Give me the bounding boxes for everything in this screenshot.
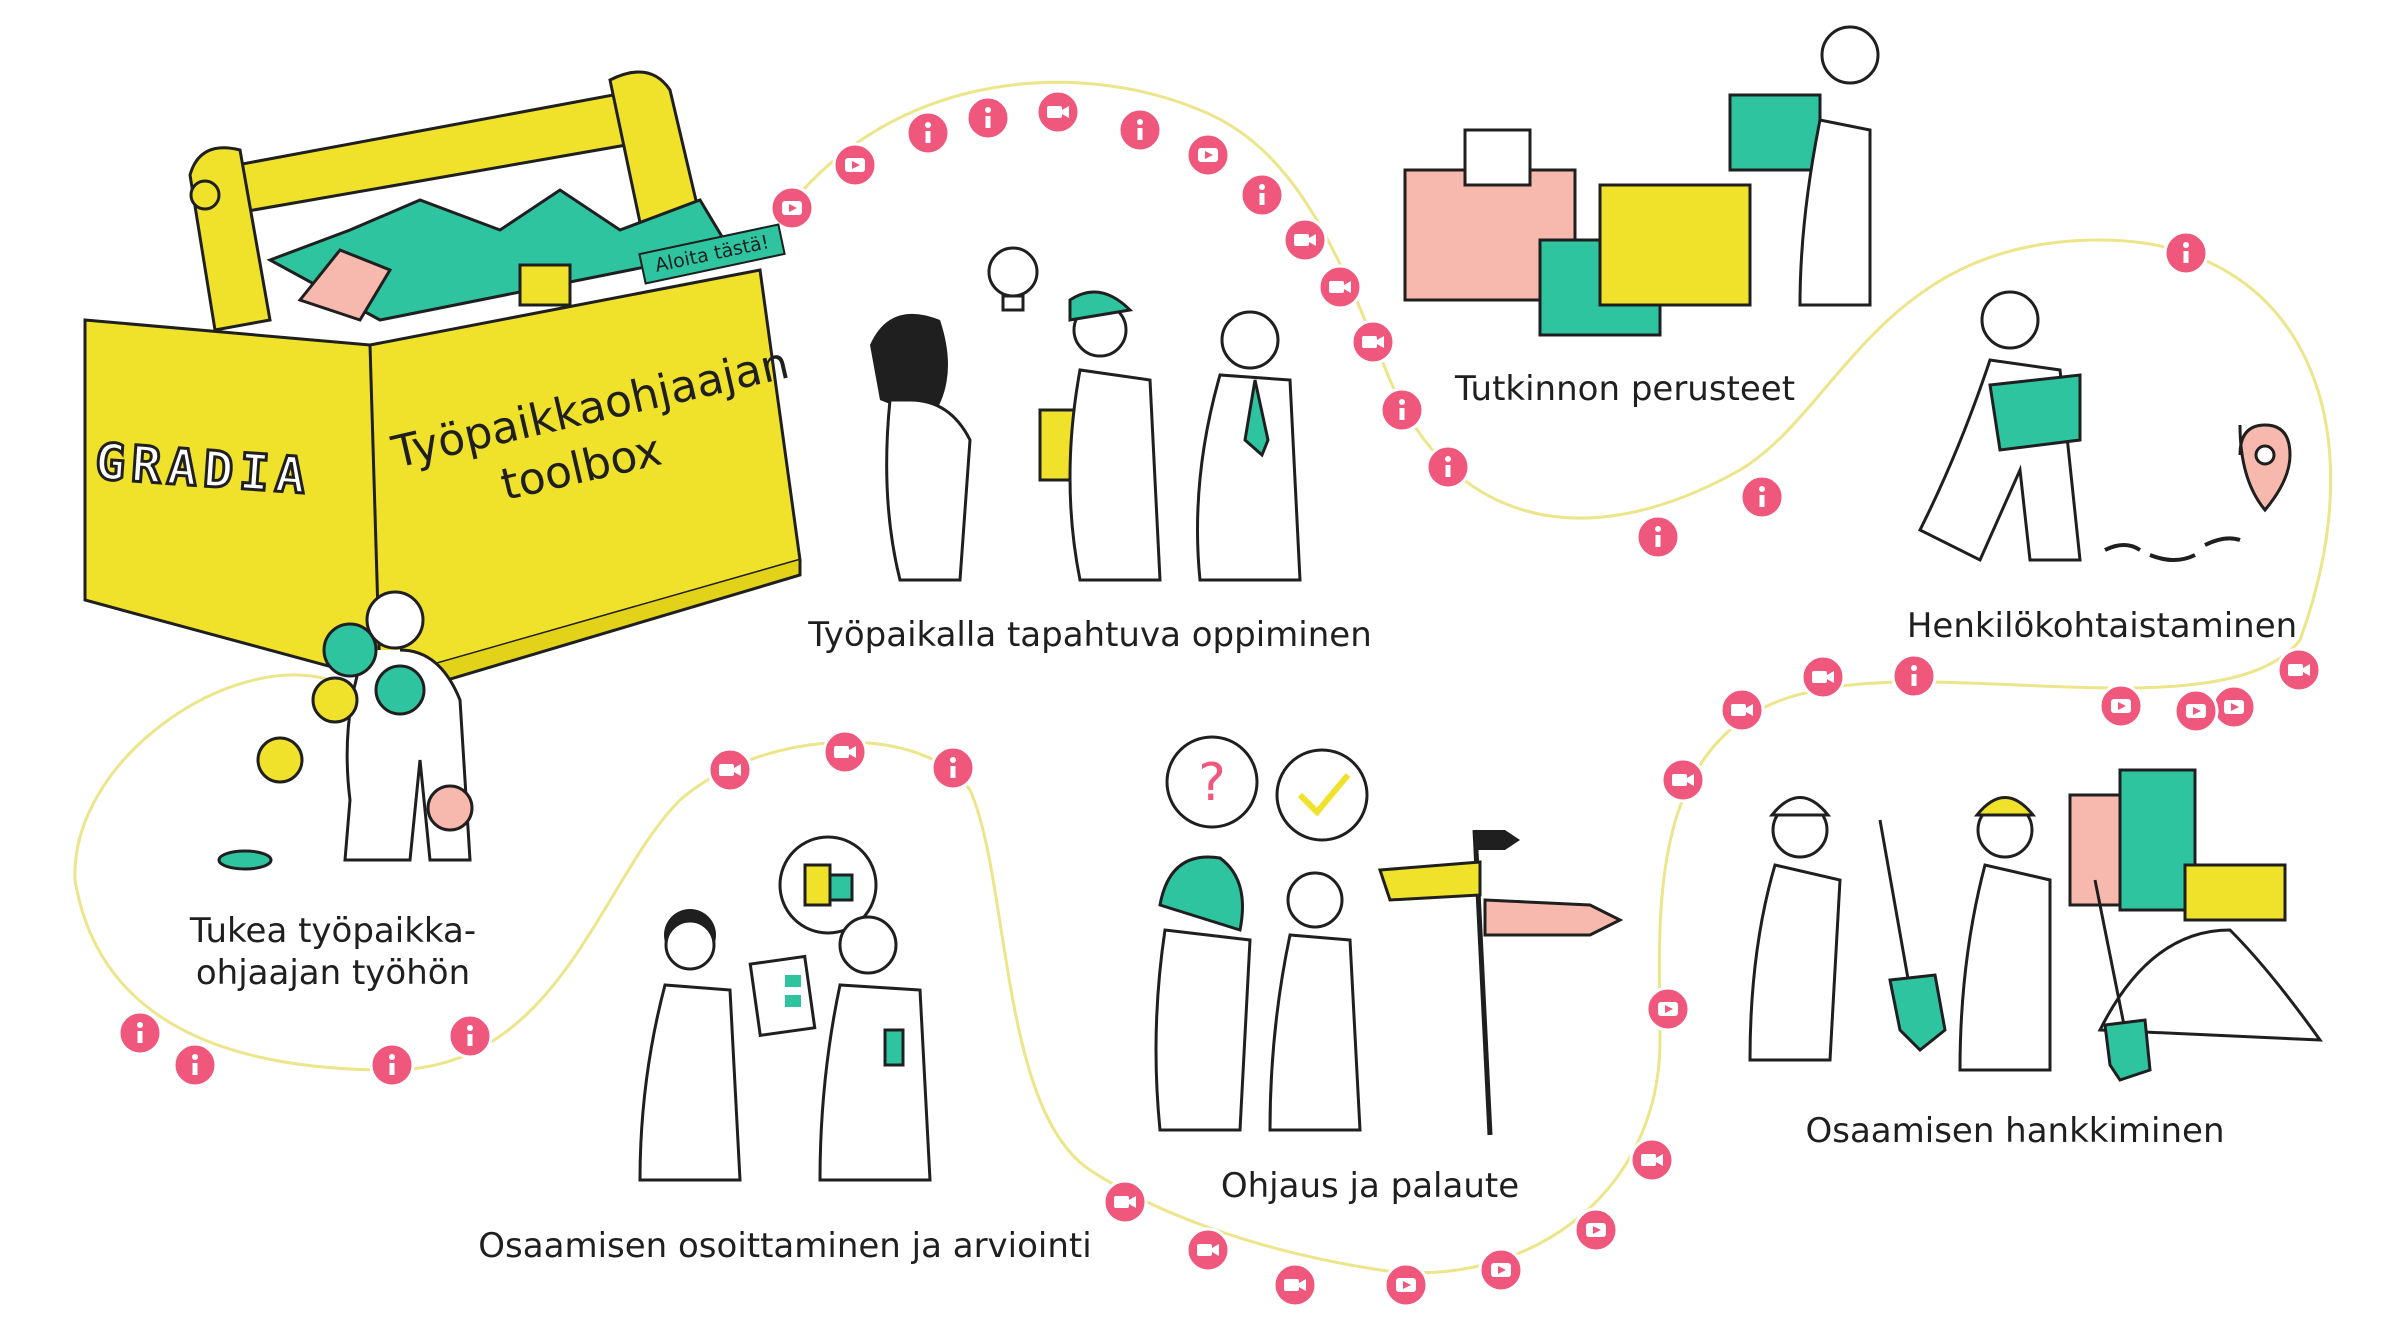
info-icon[interactable] <box>2163 230 2209 276</box>
topic-tukea-line2: ohjaajan työhön <box>195 953 471 993</box>
workplace-learning-illustration <box>870 246 1302 582</box>
video-icon[interactable] <box>832 142 878 188</box>
svg-text:?: ? <box>1198 753 1226 813</box>
topic-acquiring-skills[interactable]: Osaamisen hankkiminen <box>1805 1111 2225 1151</box>
guidance-illustration: ? <box>1154 735 1624 1136</box>
camera-icon[interactable] <box>1350 319 1396 365</box>
camera-icon[interactable] <box>2276 647 2322 693</box>
info-icon[interactable] <box>1239 172 1285 218</box>
info-icon[interactable] <box>965 95 1011 141</box>
personalisation-illustration <box>1917 290 2292 563</box>
camera-icon[interactable] <box>822 729 868 775</box>
info-icon[interactable] <box>930 745 976 791</box>
topic-qualification-basics[interactable]: Tutkinnon perusteet <box>1454 369 1796 409</box>
camera-icon[interactable] <box>1800 654 1846 700</box>
acquiring-skills-illustration <box>1748 768 2324 1082</box>
video-icon[interactable] <box>769 185 815 231</box>
learning-path <box>73 80 2333 1275</box>
camera-icon[interactable] <box>1719 687 1765 733</box>
info-icon[interactable] <box>117 1010 163 1056</box>
camera-icon[interactable] <box>1185 1227 1231 1273</box>
video-icon[interactable] <box>1645 986 1691 1032</box>
video-icon[interactable] <box>1478 1247 1524 1293</box>
info-icon[interactable] <box>905 110 951 156</box>
gear-person-illustration <box>217 590 474 871</box>
camera-icon[interactable] <box>1102 1179 1148 1225</box>
info-icon[interactable] <box>1425 444 1471 490</box>
video-icon[interactable] <box>1185 132 1231 178</box>
video-icon[interactable] <box>2098 683 2144 729</box>
camera-icon[interactable] <box>1317 264 1363 310</box>
camera-icon[interactable] <box>1035 89 1081 135</box>
topic-workplace-learning[interactable]: Työpaikalla tapahtuva oppiminen <box>808 615 1372 655</box>
topic-tukea-line1: Tukea työpaikka- <box>189 911 477 951</box>
video-icon[interactable] <box>2173 688 2219 734</box>
video-icon[interactable] <box>1383 1262 1429 1308</box>
camera-icon[interactable] <box>1629 1137 1675 1183</box>
info-icon[interactable] <box>1891 653 1937 699</box>
topic-personalisation[interactable]: Henkilökohtaistaminen <box>1906 606 2298 646</box>
toolbox-illustration <box>83 70 802 703</box>
assessment-illustration <box>638 835 932 1182</box>
info-icon[interactable] <box>1739 474 1785 520</box>
info-icon[interactable] <box>1379 387 1425 433</box>
topic-demonstration-assessment[interactable]: Osaamisen osoittaminen ja arviointi <box>478 1226 1092 1266</box>
info-icon[interactable] <box>1635 514 1681 560</box>
camera-icon[interactable] <box>1660 757 1706 803</box>
topic-guidance-feedback[interactable]: Ohjaus ja palaute <box>1220 1166 1520 1206</box>
video-icon[interactable] <box>1573 1207 1619 1253</box>
blocks-illustration <box>1403 25 1880 337</box>
camera-icon[interactable] <box>707 747 753 793</box>
info-icon[interactable] <box>447 1013 493 1059</box>
camera-icon[interactable] <box>1272 1262 1318 1308</box>
resource-markers <box>117 89 2322 1308</box>
video-icon[interactable] <box>2211 684 2257 730</box>
info-icon[interactable] <box>172 1042 218 1088</box>
info-icon[interactable] <box>1117 107 1163 153</box>
info-icon[interactable] <box>369 1042 415 1088</box>
topic-tukea[interactable]: Tukea työpaikka- ohjaajan työhön <box>190 910 476 994</box>
camera-icon[interactable] <box>1282 217 1328 263</box>
